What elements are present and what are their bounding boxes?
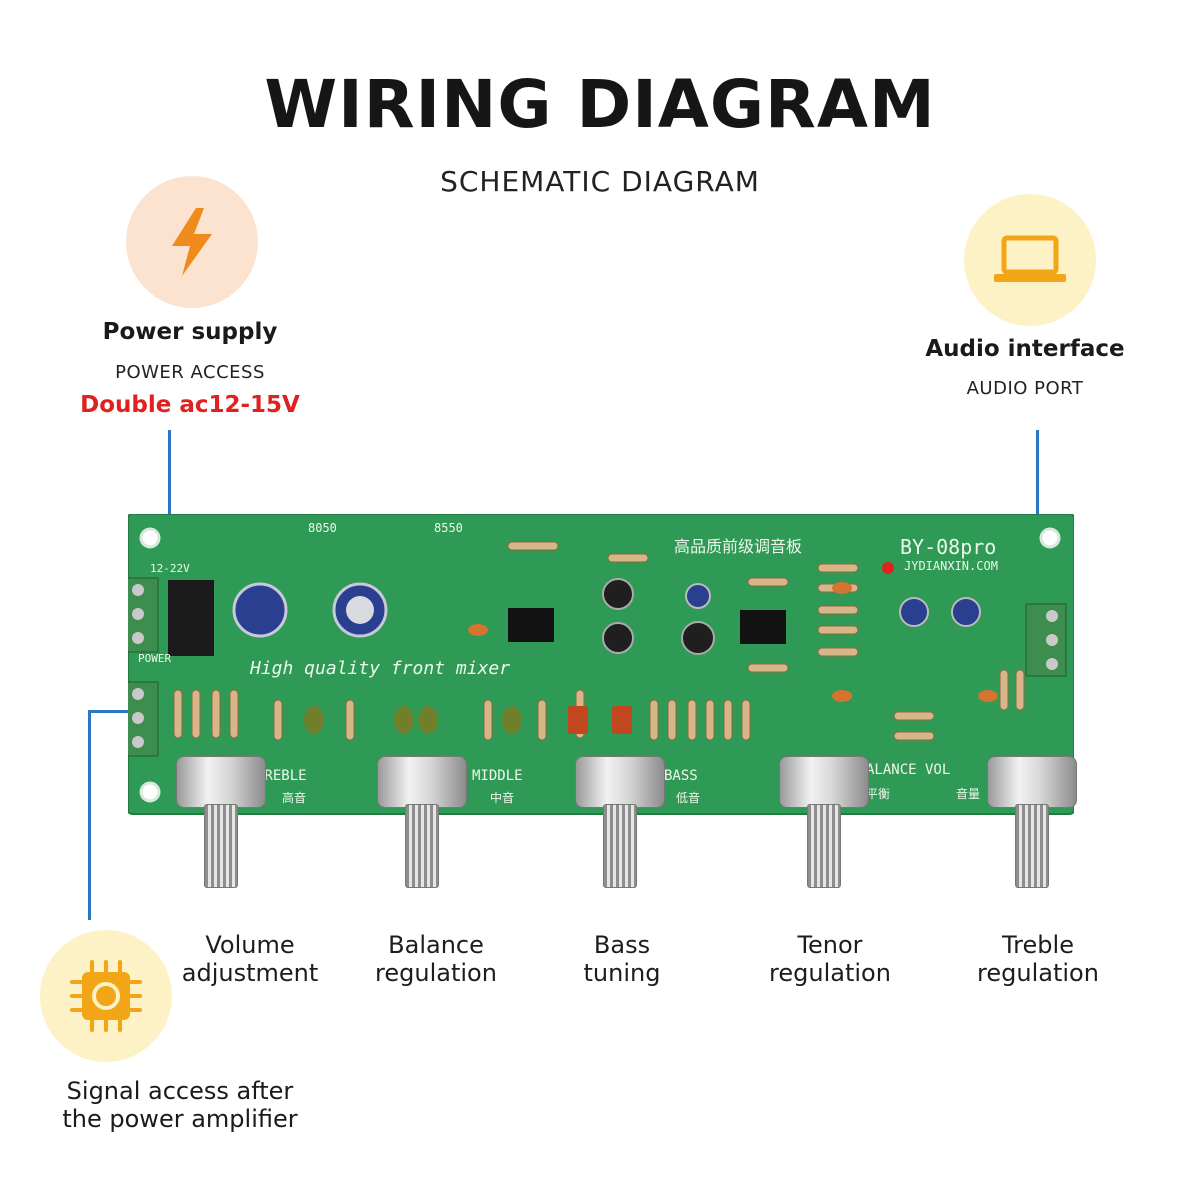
potentiometer-shaft[interactable] bbox=[204, 804, 238, 888]
knob-label-line1: Tenor bbox=[797, 931, 863, 959]
knob-label-line2: regulation bbox=[769, 959, 891, 987]
lightning-bolt-icon bbox=[172, 208, 212, 276]
knob-label-line1: Volume bbox=[205, 931, 295, 959]
knob-label-line2: tuning bbox=[583, 959, 661, 987]
board-cn-volume: 音量 bbox=[956, 786, 980, 801]
laptop-icon bbox=[994, 235, 1066, 282]
board-brand: JYDIANXIN.COM bbox=[904, 559, 998, 573]
potentiometer-body bbox=[377, 756, 467, 808]
knob-label-line2: adjustment bbox=[181, 959, 319, 987]
knob-label-line1: Treble bbox=[1002, 931, 1074, 959]
board-silk-balance-vol: ALANCE VOL bbox=[866, 762, 950, 778]
signal-pointer-vertical bbox=[88, 710, 91, 920]
potentiometer-shaft[interactable] bbox=[807, 804, 841, 888]
audio-icon-circle bbox=[964, 194, 1096, 326]
knob-label-line2: regulation bbox=[375, 959, 497, 987]
board-slogan: High quality front mixer bbox=[249, 658, 510, 679]
board-cn-bass: 低音 bbox=[676, 790, 700, 805]
potentiometer-shaft[interactable] bbox=[405, 804, 439, 888]
page-title: WIRING DIAGRAM bbox=[264, 66, 936, 143]
board-cn-treble: 高音 bbox=[282, 790, 306, 805]
power-title: Power supply bbox=[102, 319, 278, 345]
knob-label-bass: Bass tuning bbox=[532, 931, 712, 987]
chip-icon bbox=[70, 960, 142, 1032]
potentiometer-body bbox=[987, 756, 1077, 808]
potentiometer-body bbox=[176, 756, 266, 808]
power-subtitle: POWER ACCESS bbox=[115, 362, 265, 383]
audio-subtitle: AUDIO PORT bbox=[966, 378, 1084, 399]
knob-label-treble: Treble regulation bbox=[948, 931, 1128, 987]
power-icon-circle bbox=[126, 176, 258, 308]
knob-label-line1: Bass bbox=[593, 931, 651, 959]
board-model: BY-08pro bbox=[900, 535, 996, 559]
potentiometer-shaft[interactable] bbox=[603, 804, 637, 888]
potentiometer-body bbox=[575, 756, 665, 808]
knob-label-line2: regulation bbox=[977, 959, 1099, 987]
board-chinese-title: 高品质前级调音板 bbox=[674, 537, 802, 556]
board-silk-middle: MIDDLE bbox=[472, 768, 523, 784]
signal-title-line2: the power amplifier bbox=[62, 1105, 298, 1133]
knob-label-tenor: Tenor regulation bbox=[740, 931, 920, 987]
board-transistor-8550: 8550 bbox=[434, 521, 463, 535]
audio-title: Audio interface bbox=[925, 336, 1125, 362]
knob-label-line1: Balance bbox=[388, 931, 484, 959]
circuit-board: 12-22V POWER 8050 8550 High quality fron… bbox=[128, 514, 1074, 815]
potentiometer-body bbox=[779, 756, 869, 808]
board-cn-middle: 中音 bbox=[490, 790, 514, 805]
knob-label-volume: Volume adjustment bbox=[160, 931, 340, 987]
page-subtitle: SCHEMATIC DIAGRAM bbox=[440, 165, 760, 198]
signal-pointer-horizontal bbox=[88, 710, 150, 713]
board-voltage-label: 12-22V bbox=[150, 562, 190, 575]
power-spec: Double ac12-15V bbox=[80, 392, 300, 418]
signal-title-line1: Signal access after bbox=[66, 1077, 294, 1105]
potentiometer-shaft[interactable] bbox=[1015, 804, 1049, 888]
board-power-label: POWER bbox=[138, 652, 171, 665]
board-silk-treble: TREBLE bbox=[256, 768, 307, 784]
knob-label-balance: Balance regulation bbox=[346, 931, 526, 987]
board-transistor-8050: 8050 bbox=[308, 521, 337, 535]
board-silk-bass: BASS bbox=[664, 768, 698, 784]
board-cn-balance: 平衡 bbox=[866, 787, 890, 801]
signal-icon-circle bbox=[40, 930, 172, 1062]
